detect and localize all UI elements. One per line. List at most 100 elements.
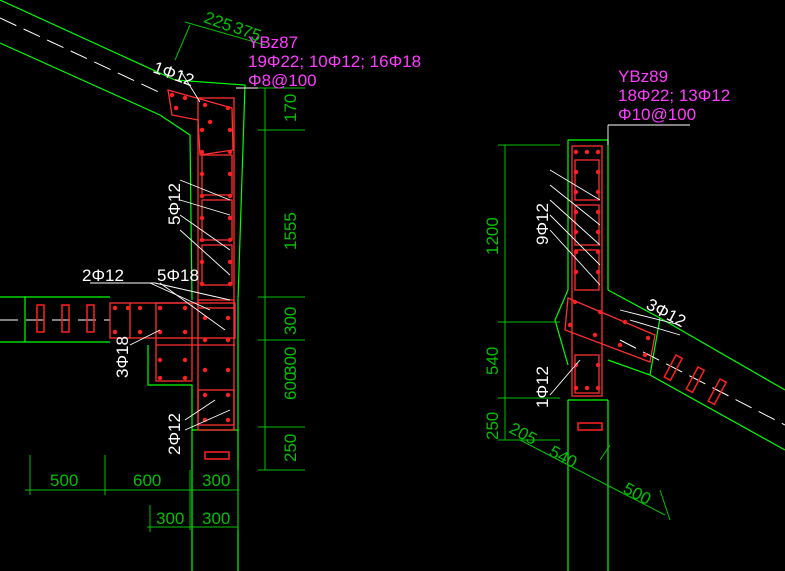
right-tag-main-bars: 18Φ22; 13Φ12 xyxy=(618,86,730,105)
left-tag-main-bars: 19Φ22; 10Φ12; 16Φ18 xyxy=(248,52,421,71)
bar-label-4: 5Φ18 xyxy=(157,266,199,285)
rebar-dot xyxy=(125,305,131,311)
left-tag-stirrups: Φ8@100 xyxy=(248,71,317,90)
right-column-stirrups xyxy=(564,145,656,397)
bar-label-3: 2Φ12 xyxy=(82,266,124,285)
rebar-dot xyxy=(227,281,233,287)
rebar-dot xyxy=(573,229,579,235)
rebar-dot xyxy=(225,392,231,398)
dim-top-1: 225 xyxy=(202,8,235,36)
rebar-dot xyxy=(182,329,188,335)
bar-label-6: 2Φ12 xyxy=(165,413,184,455)
rebar-dot xyxy=(573,169,579,175)
rebar-dot xyxy=(199,259,205,265)
left-rebar-dots xyxy=(112,92,233,423)
rebar-dot xyxy=(645,335,651,341)
rebar-dot xyxy=(567,322,573,328)
rebar-dot xyxy=(595,189,601,195)
rebar-dot xyxy=(157,357,163,363)
right-rebar-dots xyxy=(567,149,651,391)
bar-label-1: 1Φ12 xyxy=(151,58,197,90)
rebar-dot xyxy=(227,149,233,155)
rebar-dot xyxy=(199,237,205,243)
rebar-dot xyxy=(227,215,233,221)
rebar-dot xyxy=(182,357,188,363)
right-dim-bottom-1: 205 xyxy=(506,419,540,449)
rebar-dot xyxy=(584,149,590,155)
dim-bottom-2: 600 xyxy=(133,471,161,490)
rebar-dot xyxy=(595,149,601,155)
rebar-dot xyxy=(137,305,143,311)
dim-right-4: 600 xyxy=(281,372,300,400)
right-tag-text: YBz89 18Φ22; 13Φ12 Φ10@100 xyxy=(618,67,730,124)
rebar-dot xyxy=(573,385,579,391)
dim-bottom-4: 300 xyxy=(156,509,184,528)
rebar-dot xyxy=(112,329,118,335)
left-axis-lines xyxy=(0,17,166,321)
left-tag-id: YBz87 xyxy=(248,33,298,52)
rebar-dot xyxy=(592,332,598,338)
right-dim-left-1: 1200 xyxy=(483,217,502,255)
rebar-dot xyxy=(207,119,213,125)
rebar-dot xyxy=(595,209,601,215)
rebar-dot xyxy=(182,95,188,101)
rebar-dot xyxy=(182,305,188,311)
rebar-dot xyxy=(573,209,579,215)
rebar-dot xyxy=(225,337,231,343)
rebar-dot xyxy=(573,149,579,155)
rebar-dot xyxy=(199,281,205,287)
rebar-dot xyxy=(202,337,208,343)
rebar-dot xyxy=(225,367,231,373)
rebar-dot xyxy=(169,92,175,98)
rebar-dot xyxy=(617,342,623,348)
rebar-dot xyxy=(202,367,208,373)
right-leader-lines xyxy=(549,124,690,396)
rebar-dot xyxy=(595,169,601,175)
rebar-dot xyxy=(227,127,233,133)
rebar-dot xyxy=(597,309,603,315)
left-tag-text: YBz87 19Φ22; 10Φ12; 16Φ18 Φ8@100 xyxy=(248,33,421,90)
bar-label-5: 3Φ18 xyxy=(113,336,132,378)
right-axis-lines xyxy=(619,339,785,426)
rebar-dot xyxy=(157,305,163,311)
rebar-dot xyxy=(227,237,233,243)
right-bar-label-1: 9Φ12 xyxy=(533,203,552,245)
rebar-dot xyxy=(173,105,179,111)
rebar-dot xyxy=(595,362,601,368)
right-tag-id: YBz89 xyxy=(618,67,668,86)
right-bar-label-3: 1Φ12 xyxy=(533,366,552,408)
rebar-dot xyxy=(225,417,231,423)
right-dim-bottom-2: 540 xyxy=(546,442,580,472)
rebar-dot xyxy=(584,385,590,391)
rebar-dot xyxy=(137,329,143,335)
rebar-dot xyxy=(199,193,205,199)
rebar-dot xyxy=(573,249,579,255)
left-leader-lines xyxy=(90,69,305,431)
rebar-dot xyxy=(573,269,579,275)
right-dim-left-3: 250 xyxy=(483,412,502,440)
right-dimension-lines xyxy=(498,144,671,521)
dim-right-1: 170 xyxy=(281,94,300,122)
rebar-dot xyxy=(157,375,163,381)
dim-right-2: 1555 xyxy=(281,212,300,250)
rebar-dot xyxy=(595,249,601,255)
left-wall-bar-marks xyxy=(36,304,230,460)
bar-label-2: 5Φ12 xyxy=(165,183,184,225)
rebar-dot xyxy=(112,305,118,311)
right-dim-left-2: 540 xyxy=(483,347,502,375)
rebar-dot xyxy=(199,149,205,155)
left-dimension-lines xyxy=(25,21,305,532)
rebar-dot xyxy=(595,229,601,235)
dim-bottom-1: 500 xyxy=(50,471,78,490)
rebar-dot xyxy=(199,171,205,177)
rebar-dot xyxy=(225,105,231,111)
right-dim-bottom-3: 500 xyxy=(620,479,654,509)
right-wall-bar-marks xyxy=(577,353,728,431)
dim-right-5: 300 xyxy=(281,347,300,375)
left-column-stirrups xyxy=(109,89,236,431)
rebar-dot xyxy=(225,315,231,321)
rebar-dot xyxy=(202,392,208,398)
dim-bottom-5: 300 xyxy=(202,509,230,528)
